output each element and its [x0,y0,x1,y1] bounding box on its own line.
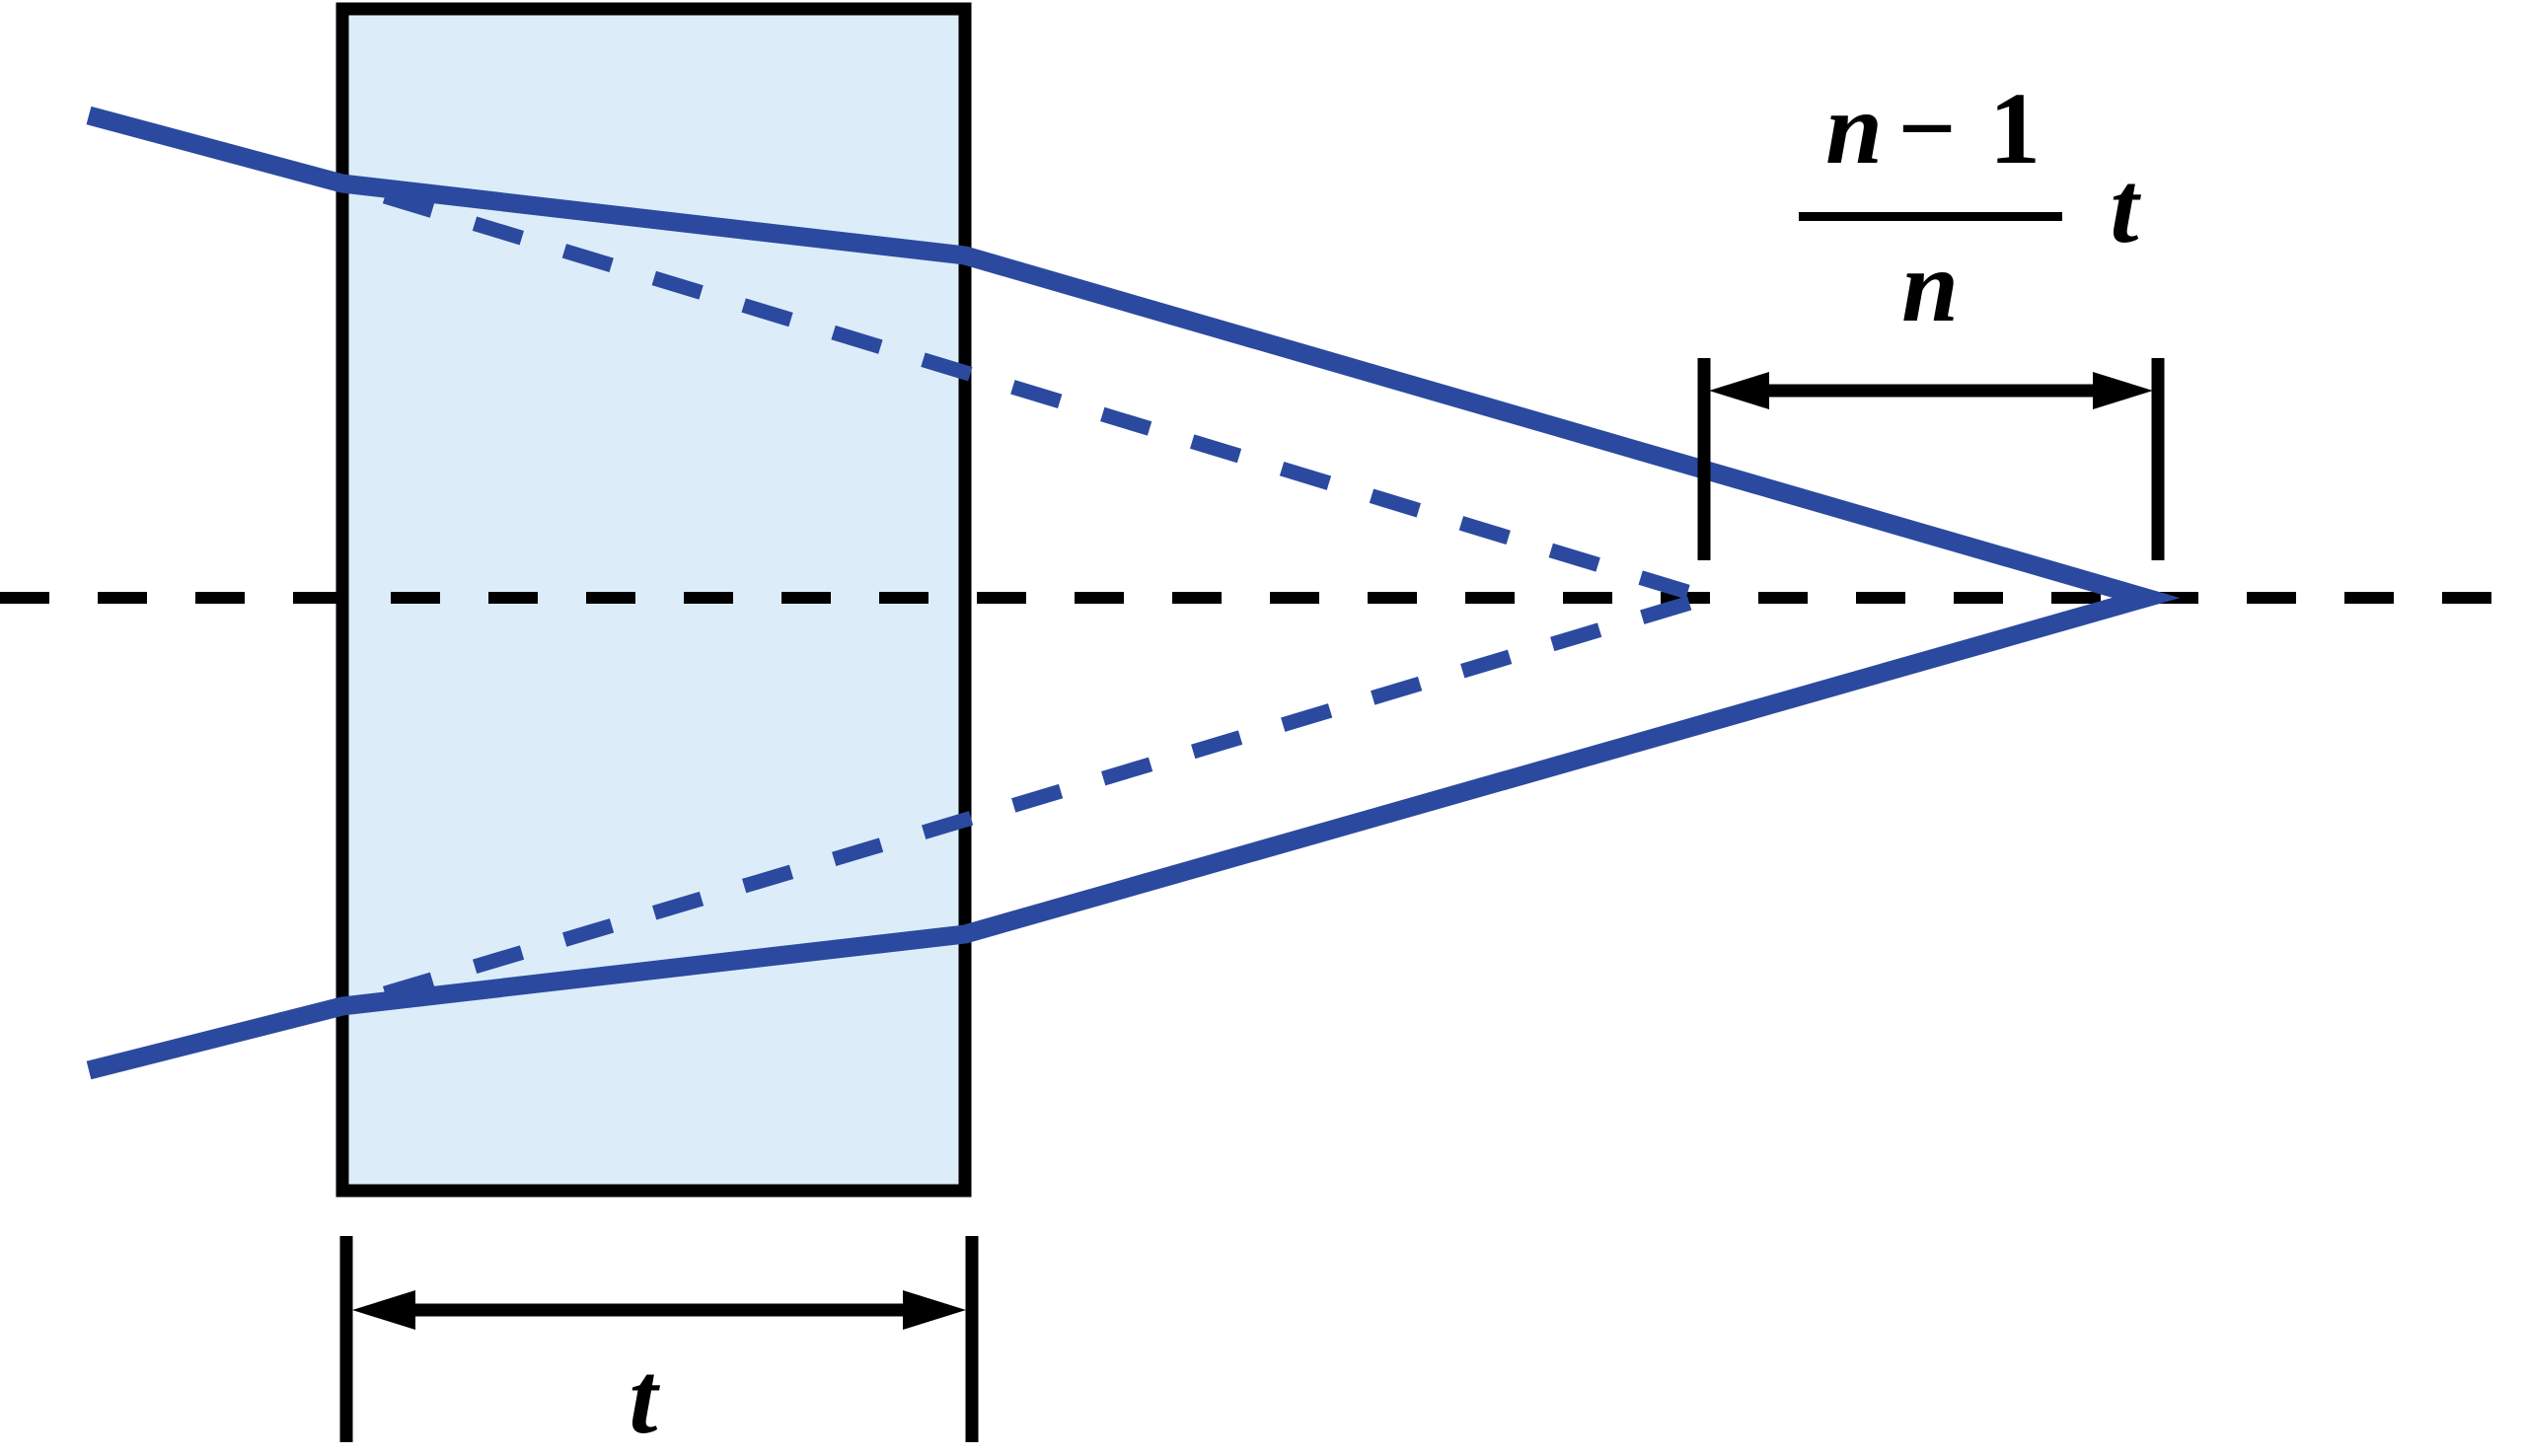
thickness-arrowhead-right-icon [903,1290,966,1330]
fraction-bar [1799,212,2062,221]
virtual-ray-upper [339,176,1710,606]
shift-formula-numerator: n − 1 [1825,72,2041,185]
focal-shift-dimension [1697,358,2165,560]
thickness-arrowhead-left-icon [352,1290,415,1330]
shift-arrowhead-left-icon [1709,372,1769,409]
thickness-dimension: t [339,1236,979,1455]
virtual-ray-lower [339,590,1710,1014]
thickness-label: t [630,1342,661,1455]
shift-arrowhead-right-icon [2093,372,2153,409]
shift-formula-factor: t [2111,151,2142,264]
refracted-rays [86,106,2181,1080]
focal-shift-formula: n − 1 n t [1799,72,2142,343]
shift-formula-denominator: n [1901,230,1959,343]
